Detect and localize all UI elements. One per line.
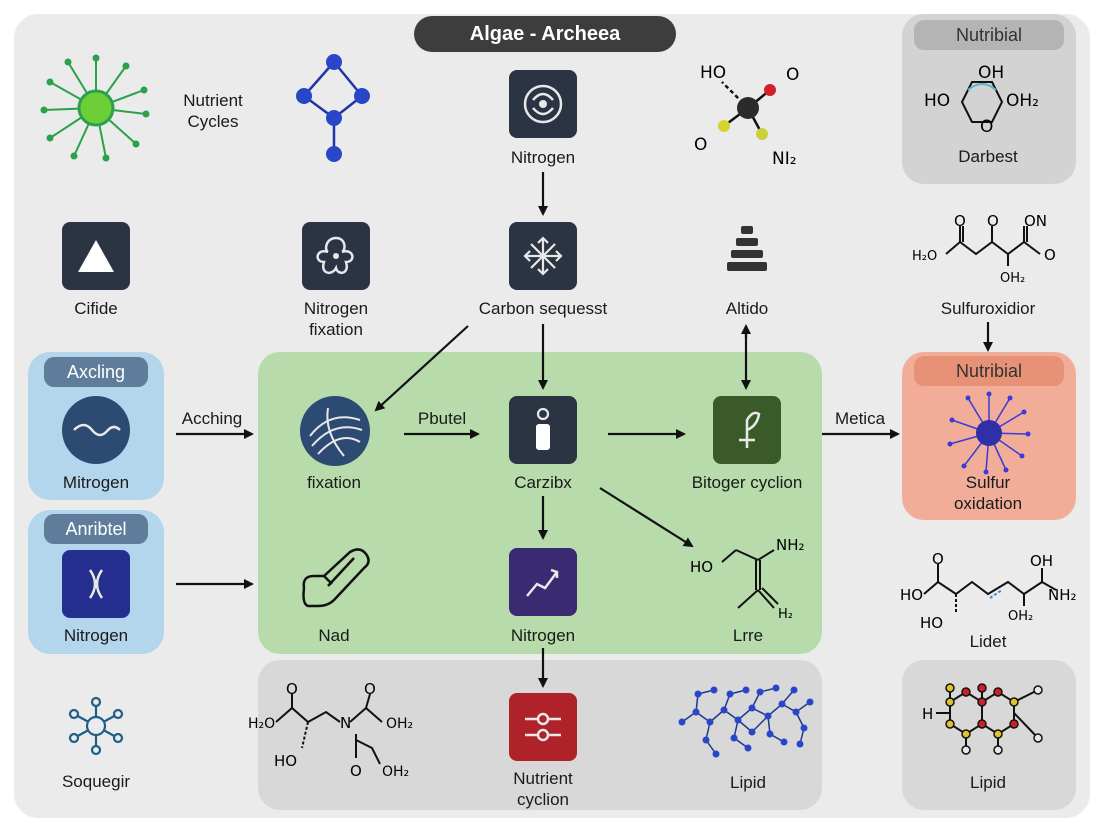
label-lrre: Lrre: [732, 626, 764, 645]
network-icon: [68, 696, 124, 756]
nitrogen-cycle-icon: [509, 70, 577, 138]
bracket-icon: [62, 550, 130, 618]
cylinder-icon: [509, 396, 577, 464]
molecule-network-icon: [296, 54, 370, 162]
svg-text:OH₂: OH₂: [1006, 91, 1039, 111]
svg-text:OH₂: OH₂: [1000, 271, 1025, 286]
svg-text:H₂O: H₂O: [912, 249, 937, 264]
svg-text:NI₂: NI₂: [772, 149, 797, 169]
swirl-icon: [300, 396, 370, 466]
molecule-lipid-right: H: [922, 683, 1043, 755]
molecule-lrre: HO NH₂ H₂: [690, 536, 805, 622]
label-nad: Nad: [318, 626, 350, 645]
svg-text:HO: HO: [924, 91, 950, 111]
label-mitrogen: Mitrogen: [62, 473, 130, 492]
svg-text:H: H: [922, 705, 933, 723]
svg-text:O: O: [980, 117, 993, 137]
label-sulfur-oxidation: Sulfur oxidation: [953, 473, 1023, 513]
molecule-darbest: OH HO OH₂ O: [924, 63, 1039, 137]
triangle-icon: [62, 222, 130, 290]
panel-header-orange: Nutribial: [914, 356, 1064, 386]
svg-text:HO: HO: [900, 586, 923, 604]
panel-header-axcling: Axcling: [44, 357, 148, 387]
svg-text:O: O: [786, 65, 799, 85]
svg-text:OH: OH: [1030, 552, 1053, 570]
leaf-icon: [713, 396, 781, 464]
svg-text:O: O: [1044, 246, 1056, 264]
arrow-label-acching: Acching: [181, 409, 243, 428]
panel-header-top-right: Nutribial: [914, 20, 1064, 50]
molecule-bottom: O O H₂O N OH₂ HO O OH₂: [248, 680, 413, 780]
label-nitrogen-green: Nitrogen: [510, 626, 576, 645]
svg-text:H₂: H₂: [778, 607, 793, 622]
svg-text:OH₂: OH₂: [386, 716, 413, 732]
svg-text:H₂O: H₂O: [248, 716, 275, 732]
chart-line-icon: [509, 548, 577, 616]
svg-text:O: O: [364, 680, 376, 698]
label-cifide: Cifide: [74, 299, 118, 318]
svg-text:OH: OH: [978, 63, 1004, 83]
label-fixation: fixation: [307, 473, 361, 492]
label-nitrogen-blue: Nitrogen: [63, 626, 129, 645]
svg-text:HO: HO: [920, 614, 943, 632]
label-carzibx: Carzibx: [514, 473, 572, 492]
arrow-label-pbutel: Pbutel: [417, 409, 467, 428]
diagram-title: Algae - Archeea: [414, 16, 676, 52]
label-nitrogen-top: Nitrogen: [510, 148, 576, 167]
label-soquegir: Soquegir: [61, 772, 131, 791]
svg-text:N: N: [340, 714, 351, 732]
label-altido: Altido: [725, 299, 769, 318]
svg-text:O: O: [954, 212, 966, 230]
label-lipid-mid: Lipid: [730, 773, 766, 792]
label-lipid-right: Lipid: [970, 773, 1006, 792]
svg-text:NH₂: NH₂: [1048, 586, 1077, 604]
svg-text:NH₂: NH₂: [776, 536, 805, 554]
carbon-arrows-icon: [509, 222, 577, 290]
panel-header-anribtel: Anribtel: [44, 514, 148, 544]
label-sulfuroxidior: Sulfuroxidior: [940, 299, 1036, 318]
arrow-carbon-to-fixation: [374, 325, 469, 412]
svg-text:OH₂: OH₂: [1008, 609, 1033, 624]
svg-text:O: O: [286, 680, 298, 698]
svg-text:O: O: [932, 550, 944, 568]
svg-text:O: O: [694, 135, 707, 155]
flower-icon: [302, 222, 370, 290]
molecule-lidet: O OH HO NH₂ HO OH₂: [900, 550, 1077, 632]
label-carbon-sequest: Carbon sequesst: [478, 299, 608, 318]
molecule-sulfur: O O ON H₂O O OH₂: [912, 212, 1056, 286]
arrow-label-metica: Metica: [834, 409, 886, 428]
arrow-carzibx-to-lrre: [599, 487, 694, 548]
label-nutrient-cycles: Nutrient Cycles: [183, 91, 243, 131]
svg-text:HO: HO: [700, 63, 726, 83]
label-nitrogen-fixation: Nitrogen fixation: [303, 299, 369, 339]
svg-text:OH₂: OH₂: [382, 764, 409, 780]
stack-icon: [727, 226, 767, 271]
chain-icon: [509, 693, 577, 761]
label-nutrient-cyclion: Nutrient cyclion: [513, 769, 573, 809]
bacteria-icon: [947, 391, 1031, 475]
svg-text:O: O: [350, 762, 362, 780]
svg-text:HO: HO: [274, 752, 297, 770]
label-darbest: Darbest: [958, 147, 1018, 166]
label-bitoger-cyclion: Bitoger cyclion: [691, 473, 803, 492]
lipid-network-icon: [678, 684, 814, 758]
svg-text:HO: HO: [690, 558, 713, 576]
panel-bottom-right: [902, 660, 1076, 810]
algae-cell-icon: [40, 54, 150, 162]
molecule-top-center: HO O O NI₂: [694, 63, 799, 169]
wave-icon: [62, 396, 130, 464]
label-lidet: Lidet: [969, 632, 1007, 651]
svg-text:ON: ON: [1024, 212, 1047, 230]
svg-text:O: O: [987, 212, 999, 230]
capsule-icon: [302, 548, 370, 608]
